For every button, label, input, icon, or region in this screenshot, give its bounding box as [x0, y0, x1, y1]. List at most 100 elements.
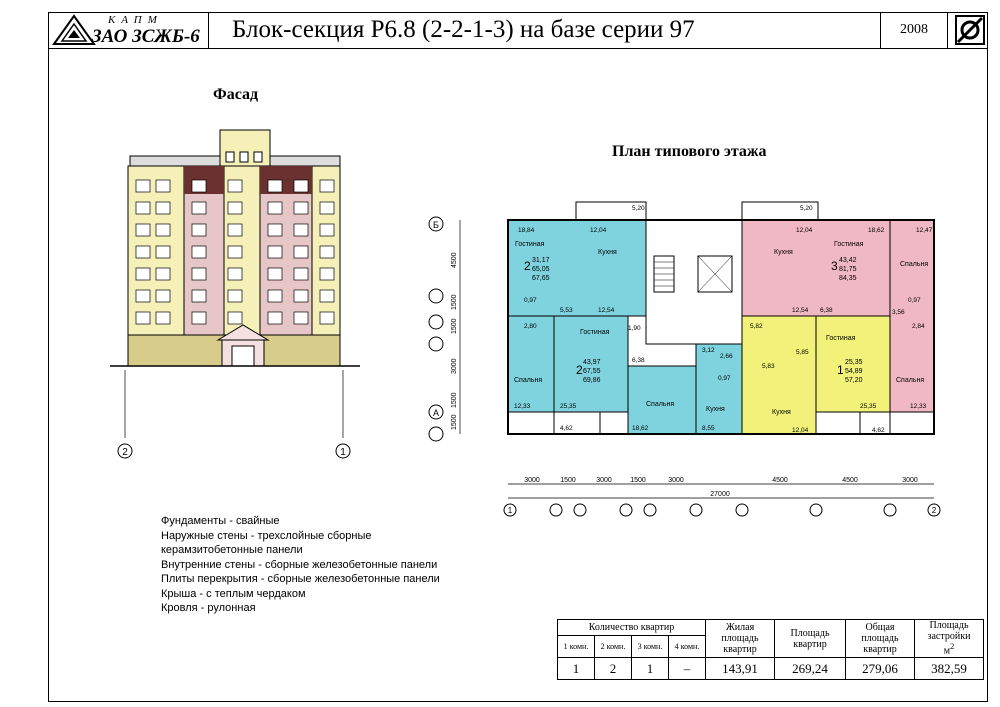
facade-window: [191, 267, 207, 281]
year-label: 2008: [900, 22, 928, 37]
room-area: 2,80: [524, 323, 537, 330]
note-line: Внутренние стены - сборные железобетонны…: [161, 558, 438, 571]
facade-window: [267, 223, 283, 237]
facade-axis-label: 1: [340, 447, 346, 458]
stats-subheader: 4 комн.: [668, 635, 706, 658]
facade-window: [319, 201, 335, 215]
header-separator: [208, 12, 209, 48]
room-area: 12,04: [590, 227, 607, 234]
apartment-rooms: 3: [831, 259, 838, 273]
room-area: 12,47: [916, 227, 933, 234]
room-label: Кухня: [774, 249, 793, 256]
note-line: Фундаменты - свайные: [161, 515, 280, 527]
facade-window: [135, 201, 151, 215]
page-title: Блок-секция Р6.8 (2-2-1-3) на базе серии…: [232, 16, 695, 43]
room-label: Спальня: [896, 377, 924, 384]
facade-window: [135, 223, 151, 237]
header-separator: [880, 12, 881, 48]
room-area: 5,85: [796, 349, 809, 356]
plan-horizontal-dim: 4500: [842, 477, 858, 484]
facade-window: [293, 267, 309, 281]
apartment-area: 43,97: [583, 359, 601, 366]
plan-horizontal-dim: 4500: [772, 477, 788, 484]
facade-window: [267, 267, 283, 281]
facade-window: [227, 245, 243, 259]
facade-window: [191, 179, 207, 193]
facade-window: [155, 289, 171, 303]
plan-horizontal-dim: 3000: [524, 477, 540, 484]
facade-window: [227, 267, 243, 281]
room-label: Гостиная: [580, 329, 610, 336]
stats-header: Площадь квартир: [774, 619, 846, 658]
facade-window: [293, 223, 309, 237]
room-area: 1,90: [628, 325, 641, 332]
facade-window: [227, 201, 243, 215]
plan-vertical-dim: 3000: [451, 358, 458, 374]
stats-value: –: [668, 657, 706, 680]
room-label: Гостиная: [834, 241, 864, 248]
plan-top-dim: 5,20: [632, 205, 645, 212]
facade-axis-label: 2: [122, 447, 128, 458]
facade-window: [135, 245, 151, 259]
room-area: 12,54: [792, 307, 809, 314]
room-label: Спальня: [646, 401, 674, 408]
plan-title: План типового этажа: [612, 143, 767, 160]
facade-window: [155, 267, 171, 281]
plan-axis-col-label: 2: [932, 506, 937, 515]
plan-total-dim: 27000: [710, 491, 730, 498]
facade-window: [227, 289, 243, 303]
room-label: Кухня: [706, 406, 725, 413]
stats-value: 143,91: [705, 657, 775, 680]
logo-triangle-icon: [52, 14, 96, 45]
plan-vertical-dim: 1500: [451, 294, 458, 310]
stats-value: 1: [557, 657, 595, 680]
apartment-area: 67,65: [532, 275, 550, 282]
facade-window: [293, 289, 309, 303]
apartment-rooms: 2: [524, 259, 531, 273]
apartment-area: 43,42: [839, 257, 857, 264]
plan-vertical-dim: 1500: [451, 392, 458, 408]
note-line: керамзитобетонные панели: [161, 544, 303, 556]
facade-window: [191, 223, 207, 237]
apartment-area: 84,35: [839, 275, 857, 282]
facade-window: [135, 267, 151, 281]
room-label: Гостиная: [515, 241, 545, 248]
apartment-area: 54,89: [845, 368, 863, 375]
logo-main-text: ЗАО ЗСЖБ-6: [92, 26, 200, 47]
stats-header: Жилая площадь квартир: [705, 619, 775, 658]
facade-window: [155, 311, 171, 325]
note-line: Наружные стены - трехслойные сборные: [161, 529, 372, 542]
facade-window: [227, 223, 243, 237]
stats-header: Общая площадь квартир: [845, 619, 915, 658]
stats-value: 382,59: [914, 657, 984, 680]
facade-window: [135, 311, 151, 325]
plan-horizontal-dim: 1500: [630, 477, 646, 484]
facade-title: Фасад: [213, 86, 259, 103]
room-area: 18,62: [632, 425, 649, 432]
stats-value: 1: [631, 657, 669, 680]
apartment-area: 69,86: [583, 377, 601, 384]
room-label: Кухня: [772, 409, 791, 416]
facade-window: [293, 179, 309, 193]
facade-window: [267, 311, 283, 325]
apartment-area: 31,17: [532, 257, 550, 264]
room-area: 4,62: [872, 427, 885, 434]
room-area: 8,55: [702, 425, 715, 432]
stats-subheader: 3 комн.: [631, 635, 669, 658]
facade-window: [293, 201, 309, 215]
room-area: 3,12: [702, 347, 715, 354]
company-logo: КАПМ ЗАО ЗСЖБ-6: [52, 14, 202, 47]
stats-value: 279,06: [845, 657, 915, 680]
stats-subheader: 1 комн.: [557, 635, 595, 658]
facade-window: [191, 201, 207, 215]
note-line: Плиты перекрытия - сборные железобетонны…: [161, 573, 440, 585]
construction-notes: Фундаменты - свайные Наружные стены - тр…: [161, 514, 440, 616]
stats-value: 2: [594, 657, 632, 680]
room-area: 18,62: [868, 227, 885, 234]
room-area: 5,82: [750, 323, 763, 330]
plan-horizontal-dim: 3000: [902, 477, 918, 484]
room-area: 6,38: [820, 307, 833, 314]
corner-mark-icon: [955, 15, 985, 45]
apartment-area: 67,55: [583, 368, 601, 375]
